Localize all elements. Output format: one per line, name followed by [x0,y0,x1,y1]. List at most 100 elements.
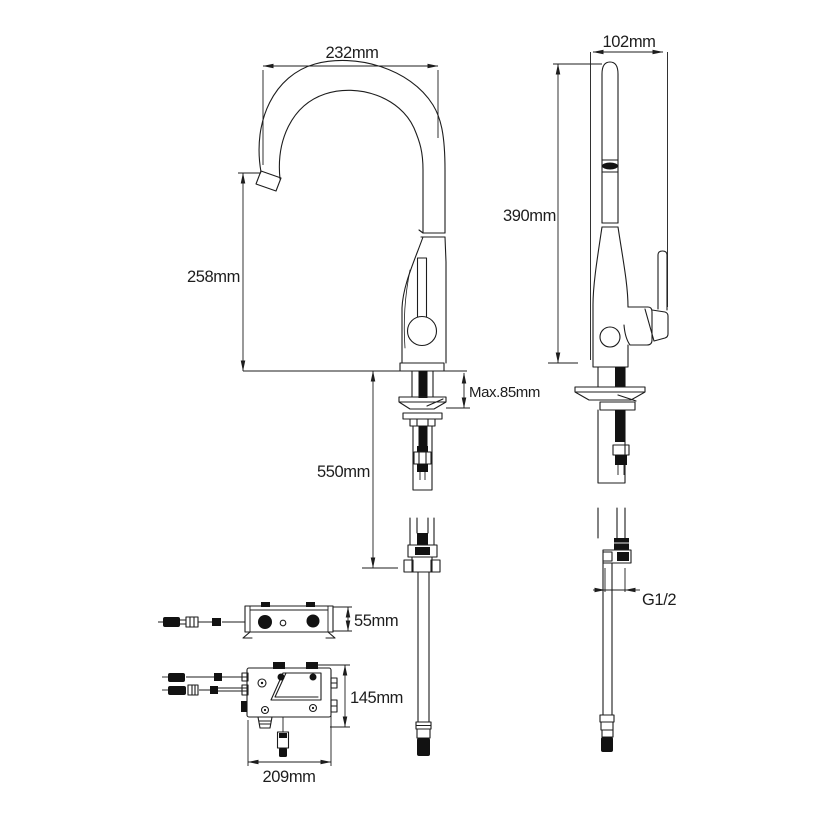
probe-band [279,733,287,738]
shank-tube-front [412,425,433,491]
box-screw-bl-dot [263,708,267,712]
box-nozzle [257,716,273,729]
connector-band2-front [417,464,428,472]
handle-hub-side [623,306,655,346]
mounting-nut-front [409,418,436,427]
dim-label-control-box-width: 209mm [262,768,315,786]
probe-tip [279,748,287,757]
dim-label-spout-reach: 232mm [325,44,378,62]
rod-lower-side [615,410,625,442]
control-box-side-view [158,602,336,639]
body-base-front [399,362,445,372]
adapter-band-side [617,552,629,561]
spout-outer-curve [258,60,446,234]
hose-tip-side [601,737,613,752]
spout-tip [255,170,282,192]
box-front-outline [246,667,332,718]
box-tab-side-left [241,701,247,712]
lower-rod-front [417,533,428,545]
box-screw-left-dot [260,681,264,685]
faucet-side-view [574,61,669,752]
ext-209 [247,714,332,766]
spout-tube-side [601,61,619,224]
box-screw-left [257,678,267,688]
spout-joint [418,229,446,238]
spray-button-side [599,326,621,348]
shank-rod-side [615,367,625,387]
mounting-plate-side [599,401,636,411]
box-tab-top-left [273,662,285,669]
faucet-body-side [592,226,629,368]
box-tab-top-right [306,662,318,669]
box-screw-bottom-right [308,703,318,713]
cable1-plug [168,673,185,682]
adapter-side [602,549,632,564]
dim-label-control-box-height: 145mm [350,689,403,707]
ext-390 [548,63,602,364]
box-side-outline [244,605,334,633]
mounting-flange-front [398,396,447,410]
mounting-flange-side [574,386,646,402]
faucet-body-front [401,236,447,364]
connector-wires-side [617,465,625,475]
shank-rod-front [418,371,428,398]
lower-tube-front [409,517,435,546]
aerator-window-side [602,162,618,170]
box-side-port1 [258,615,272,629]
spray-wand-slot [416,257,428,318]
supply-hose-side [602,562,613,716]
hose-end-front [415,721,432,739]
cable2-nut [187,684,199,696]
box-screw-window-left [277,673,285,681]
cable-bead-side [212,618,221,626]
connector-wires-front [419,472,426,480]
ext-g12 [604,568,626,592]
box-side-led [279,619,287,627]
cable-plug-side [163,617,180,627]
faucet-front-view [255,60,447,756]
hose-tip-front [417,738,430,756]
connector-nut-front [413,451,432,465]
cable2-bead [210,686,218,694]
spout-inner-curve [278,89,424,234]
shank-front [411,370,434,398]
hose-end-side [599,714,615,738]
connector-band-front [417,446,428,452]
box-side-nub2 [306,602,315,607]
ext-102 [590,52,668,360]
box-screw-window-right [309,673,317,681]
dim-label-spout-outlet-height: 258mm [187,268,240,286]
handle-base-side [651,309,669,342]
box-side-toplines [249,606,329,632]
inlet-fitting-front [403,556,441,573]
lower-tube-side [597,507,626,539]
ext-232 [262,70,439,165]
cable-link-side [180,619,186,625]
dim-label-depth: 102mm [602,33,655,51]
spout-joint-side [601,222,619,228]
box-side-nub1 [261,602,270,607]
cable1-bead [214,673,222,681]
ext-55 [333,606,352,632]
aerator-lines-side [602,159,618,173]
box-tab-side-right2 [330,699,338,713]
cable2-plug [168,686,186,695]
box-side-feet [242,631,336,639]
connector-band-side [615,455,627,465]
cable-nut-side [185,616,200,628]
rod-lower-front [418,426,428,446]
mounting-plate-front [402,412,443,420]
dim-label-hose-drop-length: 550mm [317,463,370,481]
box-front-cable2 [199,687,247,692]
box-side-port2 [306,614,320,628]
supply-hose-front [417,571,430,723]
spray-button-front [406,315,438,347]
dim-label-overall-height: 390mm [503,207,556,225]
dimension-annotations: 232mm 258mm Max.85mm 550mm 102mm 390mm G… [187,33,677,786]
connector-side [612,444,630,456]
dim-label-inlet-thread: G1/2 [642,591,676,609]
box-screw-br-dot [311,706,315,710]
lower-nut-side [614,538,629,550]
